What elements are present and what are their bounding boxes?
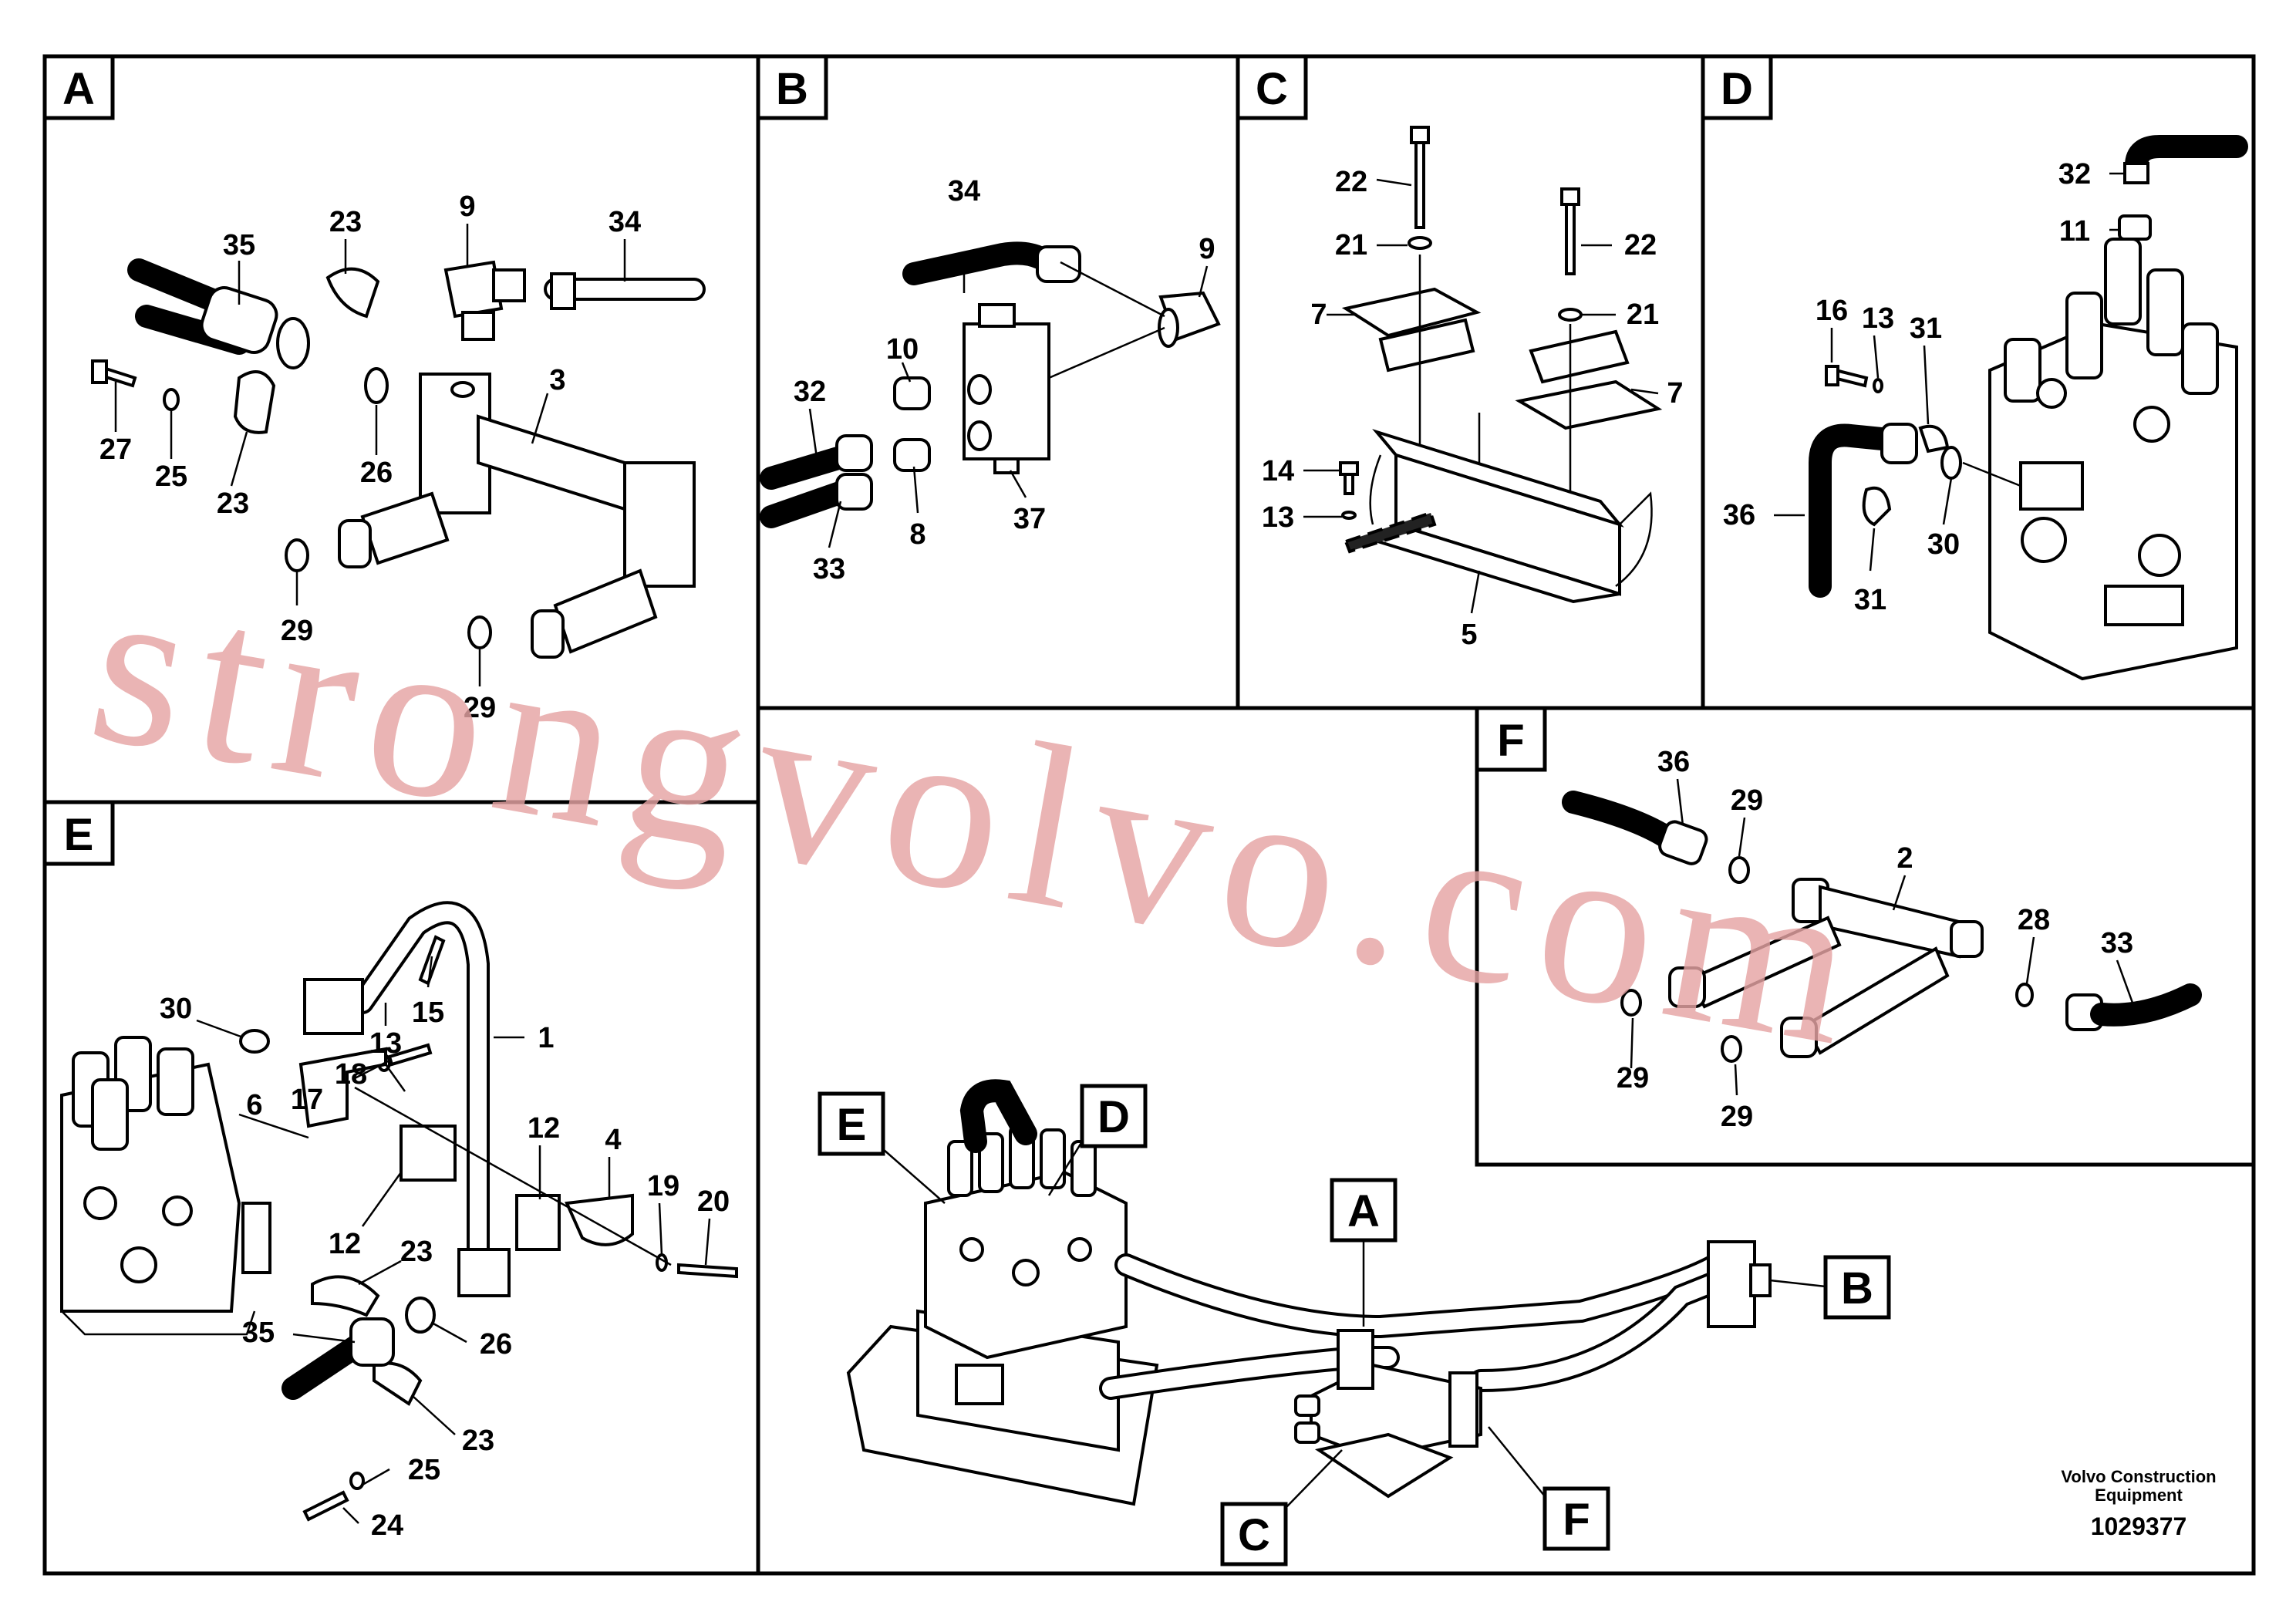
- callout-5: 5: [1461, 619, 1477, 651]
- overview-callout-d: D: [1047, 1084, 1148, 1196]
- svg-text:B: B: [1841, 1263, 1873, 1313]
- callout-30: 30: [160, 993, 192, 1025]
- callout-27: 27: [99, 433, 132, 466]
- svg-text:E: E: [837, 1100, 867, 1150]
- overview-callout-f: F: [1488, 1426, 1610, 1551]
- callout-31: 31: [1910, 312, 1942, 345]
- callout-35: 35: [242, 1317, 275, 1349]
- callout-18: 18: [335, 1058, 367, 1091]
- callout-20: 20: [697, 1185, 730, 1218]
- callout-33: 33: [2101, 927, 2133, 959]
- callout-32: 32: [794, 376, 826, 408]
- callout-13: 13: [1862, 302, 1894, 335]
- callout-25: 25: [155, 460, 187, 493]
- callout-7: 7: [1310, 298, 1327, 331]
- panel-c: C 22 21: [1236, 54, 1684, 651]
- callout-31b: 31: [1854, 584, 1886, 616]
- callout-25: 25: [408, 1454, 440, 1486]
- callout-32: 32: [2058, 158, 2091, 191]
- document-number: 1029377: [2091, 1512, 2187, 1540]
- callout-8: 8: [909, 518, 925, 551]
- panel-e: E: [42, 800, 738, 1542]
- callout-26: 26: [480, 1328, 512, 1361]
- callout-1: 1: [538, 1022, 554, 1054]
- panel-d-letter: D: [1721, 64, 1753, 114]
- callout-29: 29: [281, 615, 313, 647]
- callout-36: 36: [1657, 746, 1690, 778]
- callout-14: 14: [1262, 455, 1294, 487]
- panel-f-letter: F: [1497, 716, 1524, 766]
- company-name: Volvo Construction: [2061, 1467, 2216, 1486]
- callout-11: 11: [2059, 215, 2090, 248]
- svg-text:D: D: [1097, 1092, 1130, 1142]
- callout-12b: 12: [329, 1228, 361, 1260]
- panel-e-letter: E: [64, 810, 94, 860]
- callout-9: 9: [1199, 233, 1215, 265]
- callout-22b: 22: [1624, 229, 1657, 261]
- panel-b-letter: B: [776, 64, 808, 114]
- callout-29c: 29: [1721, 1101, 1753, 1133]
- callout-6: 6: [246, 1089, 262, 1121]
- callout-30: 30: [1927, 528, 1960, 561]
- callout-4: 4: [605, 1124, 621, 1156]
- callout-2: 2: [1896, 842, 1913, 875]
- callout-13: 13: [369, 1027, 402, 1060]
- svg-text:A: A: [1347, 1186, 1380, 1236]
- callout-23b: 23: [217, 487, 249, 520]
- callout-15: 15: [412, 996, 444, 1029]
- callout-13: 13: [1262, 501, 1294, 534]
- callout-12: 12: [528, 1112, 560, 1145]
- callout-37: 37: [1013, 503, 1046, 535]
- overview-callout-a: A: [1330, 1178, 1397, 1327]
- callout-9: 9: [459, 191, 475, 223]
- callout-29b: 29: [464, 692, 496, 724]
- panel-a: A: [42, 54, 706, 724]
- panel-d: D 32 11 16: [1701, 54, 2248, 681]
- callout-3: 3: [549, 364, 565, 396]
- callout-21: 21: [1335, 229, 1367, 261]
- panel-a-letter: A: [62, 64, 95, 114]
- callout-17: 17: [291, 1084, 323, 1116]
- callout-29: 29: [1731, 784, 1763, 817]
- callout-23b: 23: [462, 1425, 494, 1457]
- panel-c-frame: [1236, 54, 1705, 710]
- overview-assembly: [846, 1079, 1772, 1506]
- overview-callout-c: C: [1220, 1449, 1343, 1566]
- overview-callout-e: E: [818, 1091, 946, 1204]
- company-name-line2: Equipment: [2095, 1485, 2183, 1505]
- callout-26: 26: [360, 457, 393, 489]
- callout-19: 19: [647, 1170, 679, 1202]
- panel-f: F 36 29 2 28 33 29 29: [1475, 706, 2202, 1133]
- overview-callout-b: B: [1769, 1255, 1891, 1320]
- svg-text:F: F: [1563, 1495, 1590, 1545]
- callout-28: 28: [2018, 904, 2050, 936]
- callout-36: 36: [1723, 499, 1755, 531]
- callout-34: 34: [609, 206, 641, 238]
- panel-c-letter: C: [1256, 64, 1288, 114]
- callout-34: 34: [948, 175, 980, 207]
- callout-21b: 21: [1627, 298, 1659, 331]
- callout-24: 24: [371, 1509, 403, 1542]
- callout-7b: 7: [1667, 377, 1683, 410]
- callout-23: 23: [329, 206, 362, 238]
- callout-22: 22: [1335, 166, 1367, 198]
- panel-b: B 34 9 10 32 33 8 37: [756, 54, 1221, 585]
- svg-text:C: C: [1238, 1510, 1270, 1560]
- callout-29b: 29: [1617, 1062, 1649, 1094]
- callout-23: 23: [400, 1236, 433, 1268]
- callout-35: 35: [223, 229, 255, 261]
- callout-10: 10: [886, 333, 919, 366]
- callout-33: 33: [813, 553, 845, 585]
- callout-16: 16: [1816, 295, 1848, 327]
